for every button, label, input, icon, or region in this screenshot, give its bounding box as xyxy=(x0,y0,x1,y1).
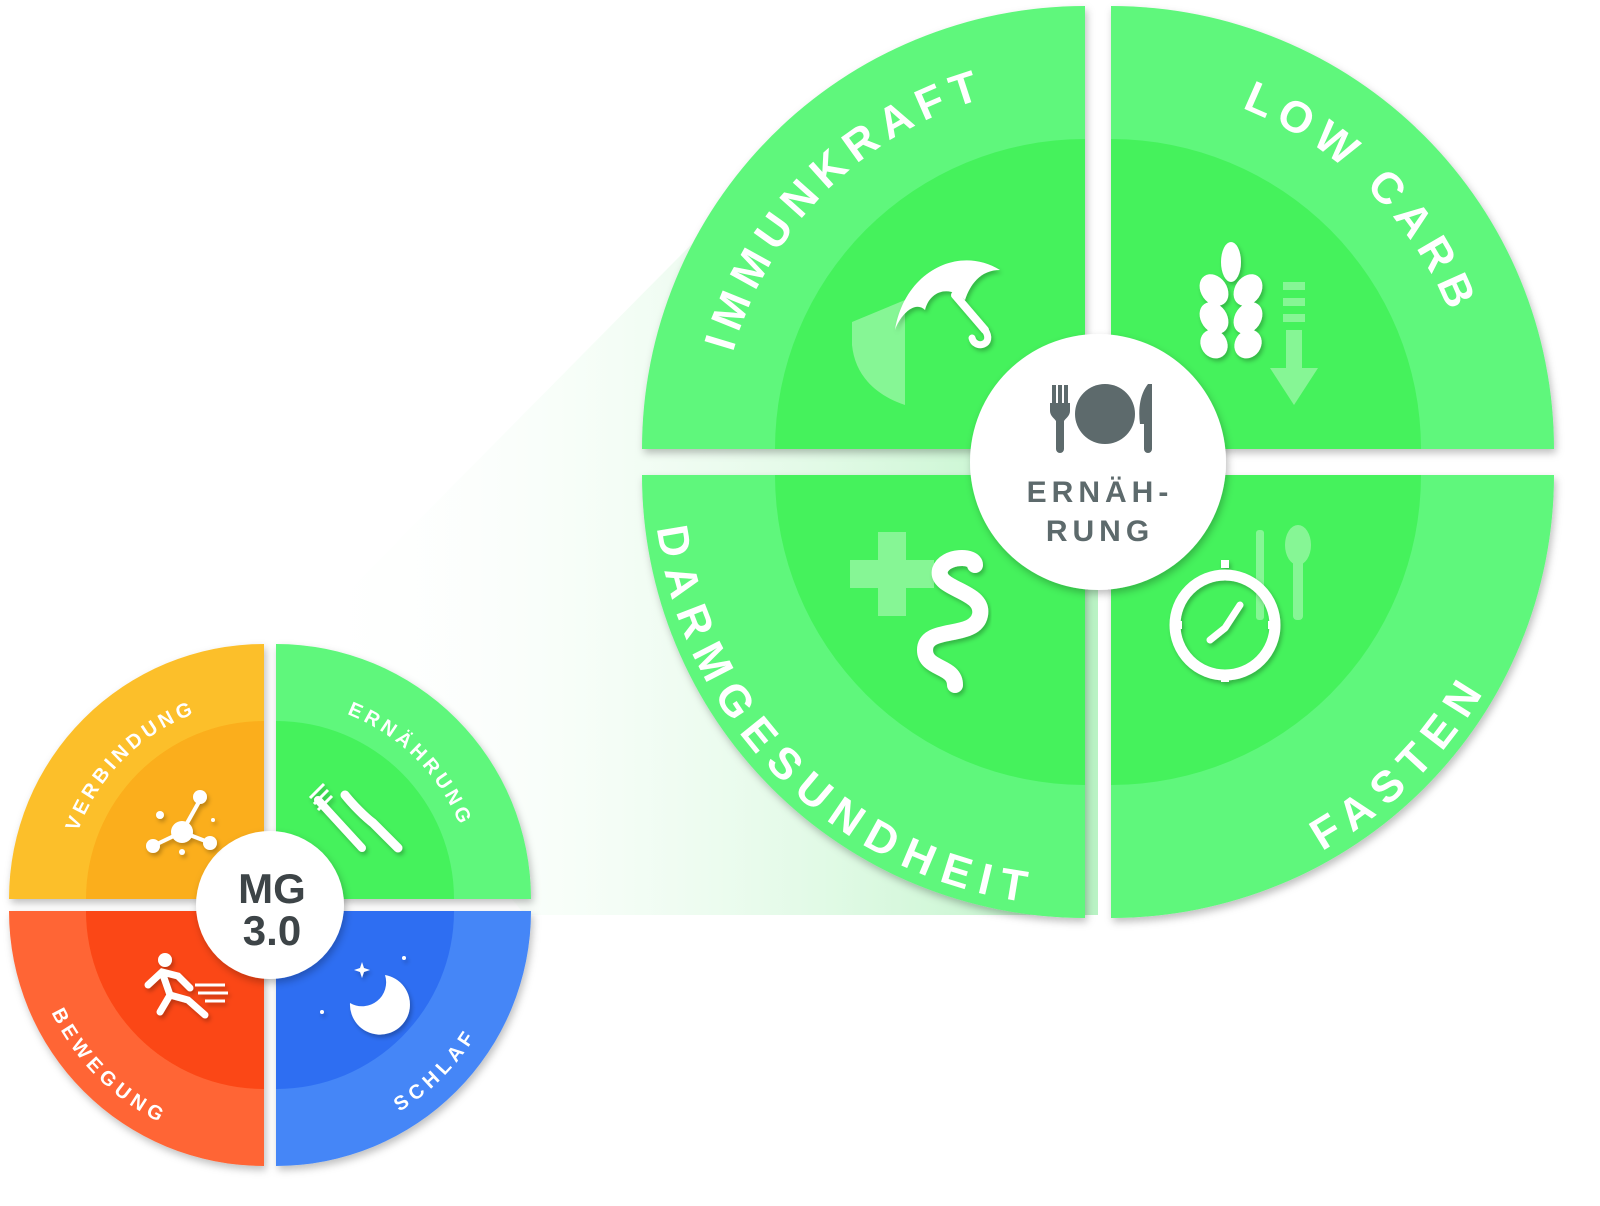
molecule-icon xyxy=(146,790,217,855)
wheat-arrow-down-icon xyxy=(1199,242,1318,405)
big-center-label-line2: RUNG xyxy=(1046,515,1154,548)
intestine-cross-icon xyxy=(850,532,989,693)
umbrella-shield-icon xyxy=(852,260,1000,405)
runner-icon xyxy=(144,953,228,1019)
moon-stars-icon xyxy=(320,956,410,1035)
small-center-circle xyxy=(196,831,344,979)
plate-cutlery-icon xyxy=(1050,384,1152,453)
small-center-label-line2: 3.0 xyxy=(243,907,301,954)
small-center-label-line1: MG xyxy=(238,865,306,912)
fork-knife-icon xyxy=(308,782,403,853)
big-center-label-line1: ERNÄH- xyxy=(1027,476,1174,509)
big-center-circle xyxy=(970,334,1226,590)
stopwatch-cutlery-icon xyxy=(1169,525,1311,682)
